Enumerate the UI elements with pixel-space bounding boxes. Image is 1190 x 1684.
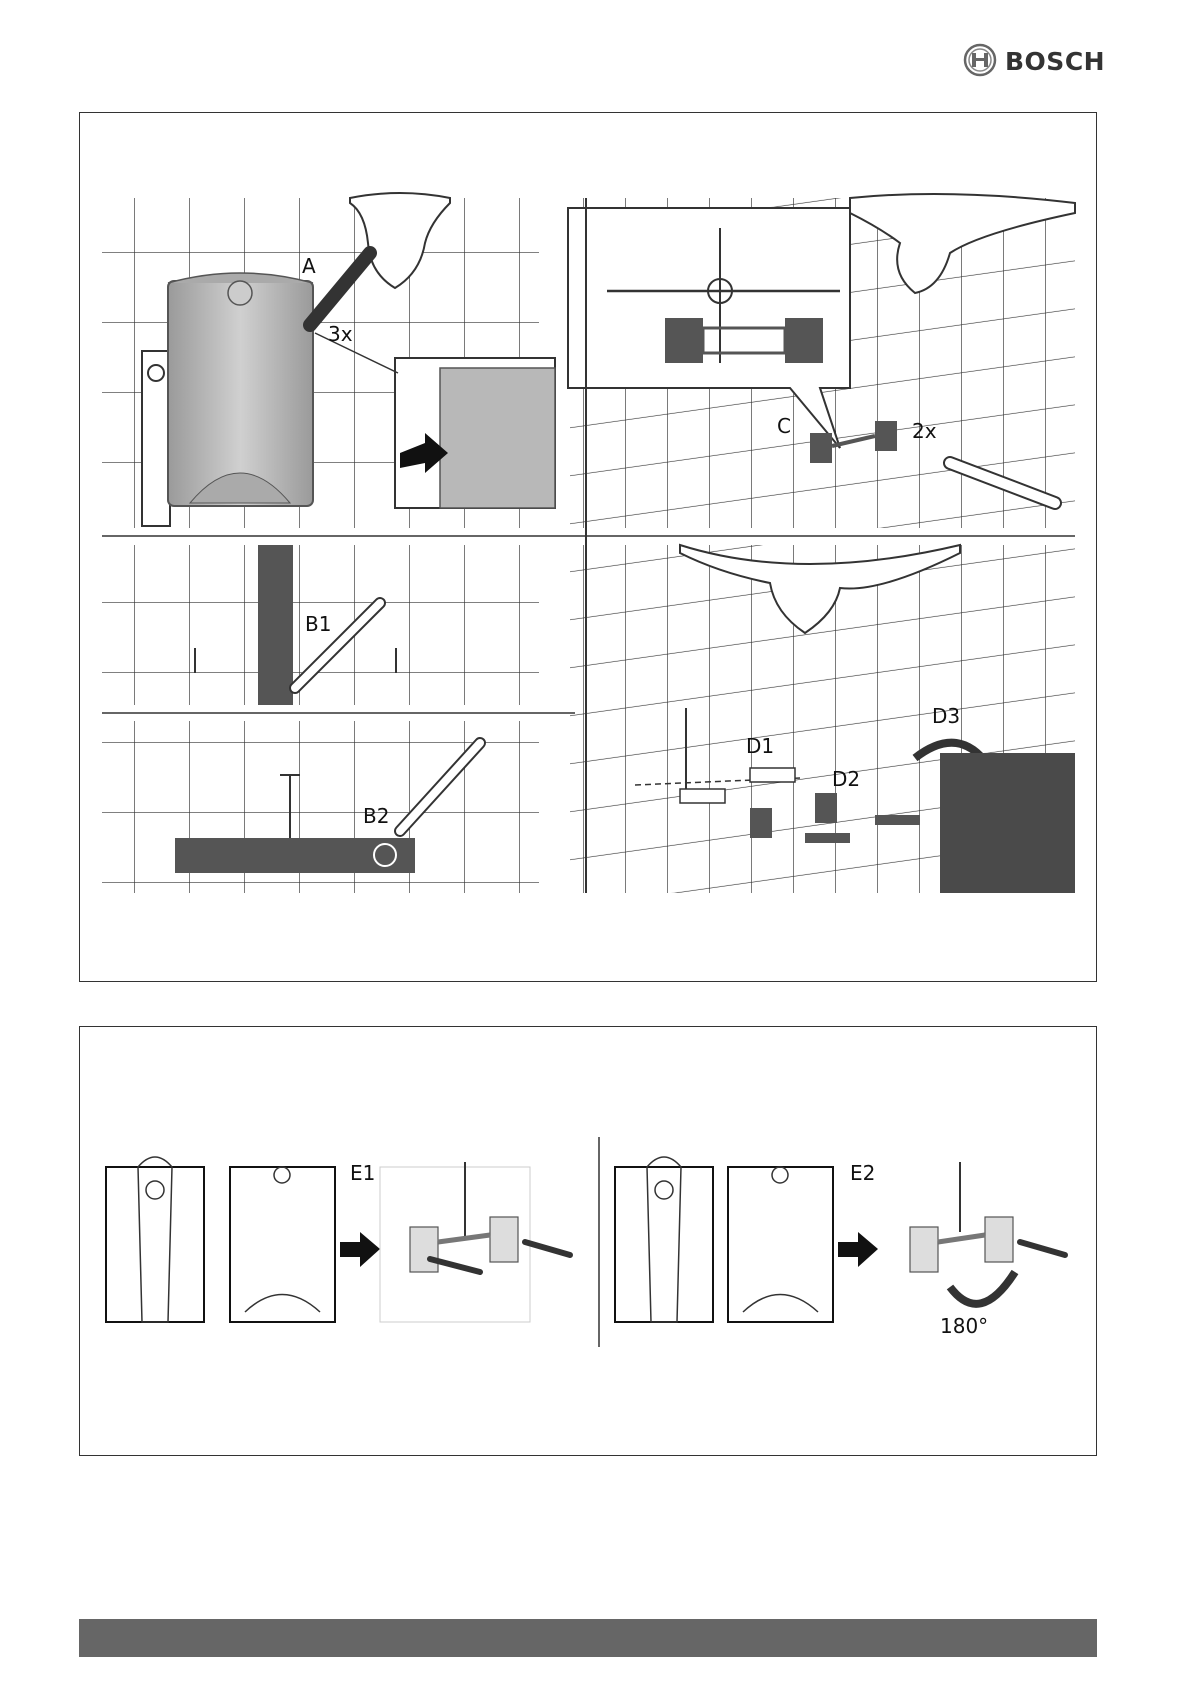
- panel-a: A 3x: [102, 193, 555, 528]
- label-d2: D2: [832, 767, 860, 791]
- panel-c: C 2x: [568, 194, 1075, 528]
- figure-1-illustration: A 3x C 2x: [80, 113, 1096, 981]
- panel-e1: E1: [106, 1157, 570, 1322]
- panel-d: D3 D1 D2: [570, 545, 1075, 893]
- figure-2-illustration: E1 E2 180°: [80, 1027, 1096, 1455]
- label-e1: E1: [350, 1161, 375, 1185]
- label-180: 180°: [940, 1314, 988, 1338]
- figure-2-frame: E1 E2 180°: [79, 1026, 1097, 1456]
- label-d1: D1: [746, 734, 774, 758]
- label-3x: 3x: [328, 322, 353, 346]
- brand-name: BOSCH: [1005, 47, 1105, 76]
- panel-e2: E2 180°: [615, 1157, 1065, 1338]
- panel-b2: B2: [102, 721, 539, 893]
- label-c: C: [777, 414, 791, 438]
- label-a: A: [302, 254, 316, 278]
- figure-1-frame: A 3x C 2x: [79, 112, 1097, 982]
- label-d3: D3: [932, 704, 960, 728]
- label-2x: 2x: [912, 419, 937, 443]
- label-e2: E2: [850, 1161, 875, 1185]
- bosch-logo: BOSCH: [963, 43, 1098, 79]
- label-b1: B1: [305, 612, 331, 636]
- label-b2: B2: [363, 804, 389, 828]
- panel-b1: B1: [102, 545, 539, 705]
- footer-bar: [79, 1619, 1097, 1657]
- bosch-armature-icon: [963, 43, 997, 77]
